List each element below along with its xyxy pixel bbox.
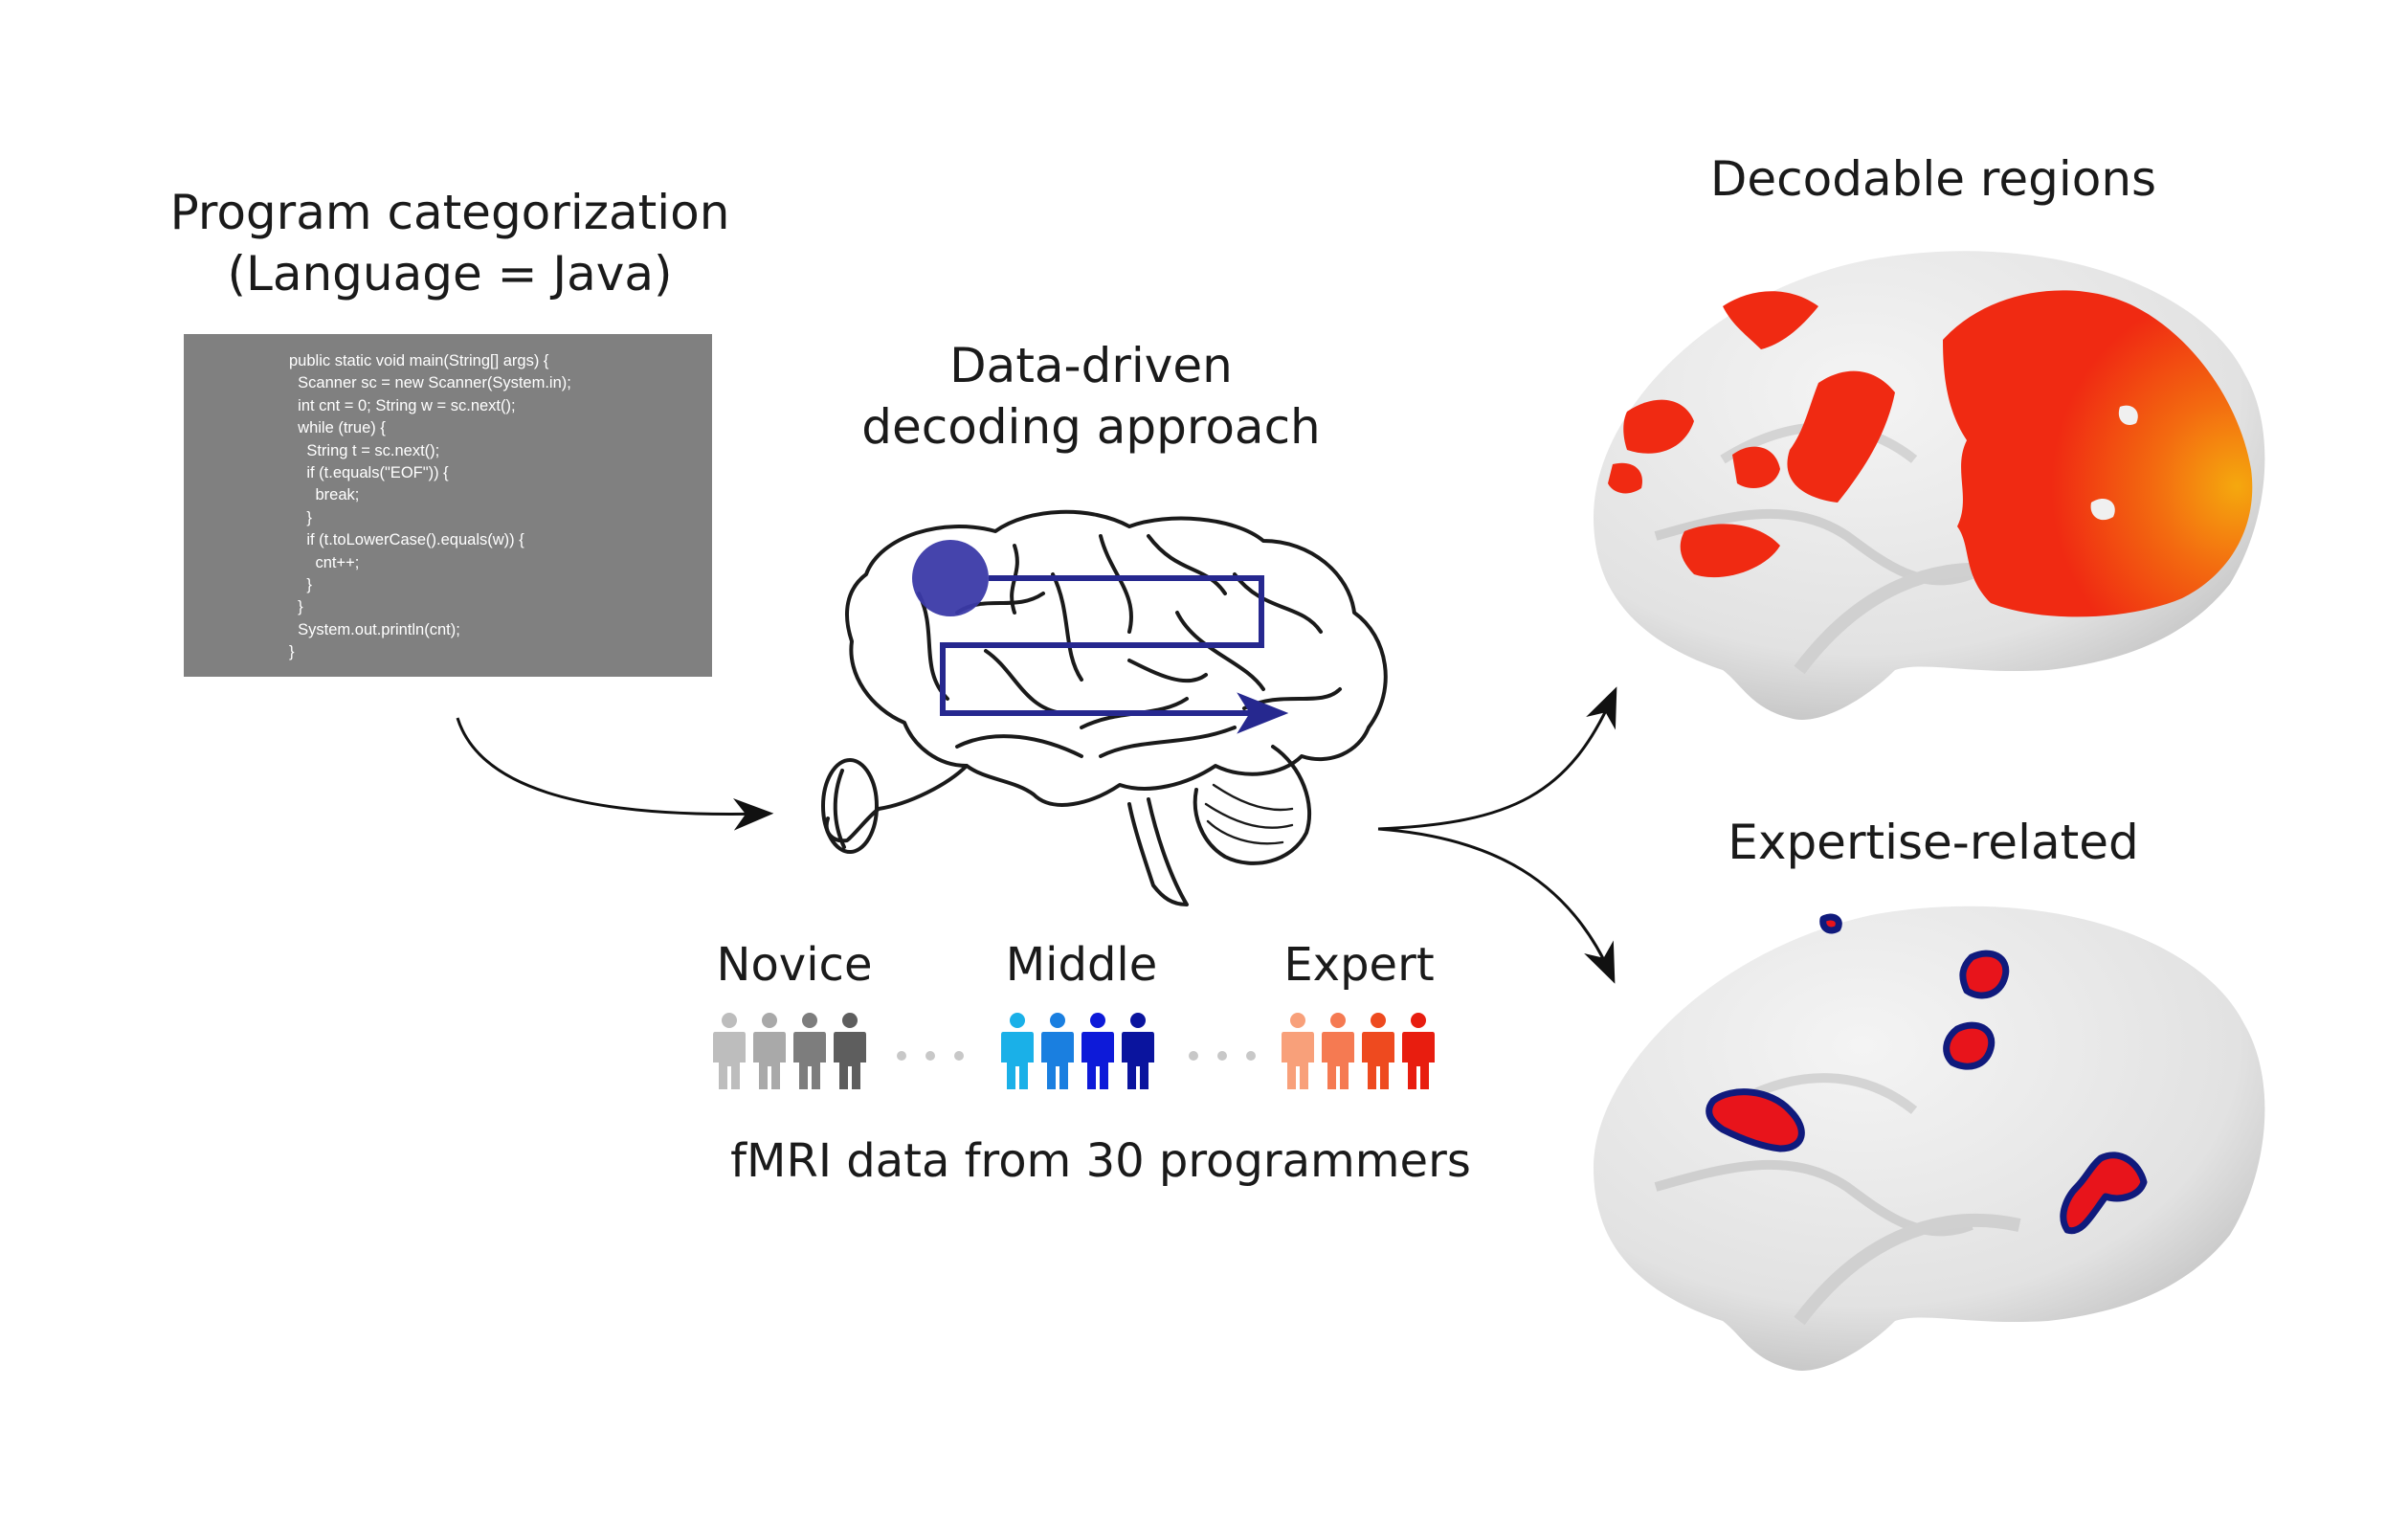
ellipsis-dot bbox=[925, 1051, 935, 1061]
expertise-related-title: Expertise-related bbox=[1728, 815, 2139, 870]
code-line: while (true) { bbox=[289, 419, 386, 436]
code-line: int cnt = 0; String w = sc.next(); bbox=[289, 397, 516, 414]
programmer-icons bbox=[713, 1013, 1435, 1089]
novice-person-icon bbox=[753, 1013, 786, 1089]
code-line: if (t.toLowerCase().equals(w)) { bbox=[289, 531, 524, 548]
arrow-to-expertise bbox=[1377, 827, 1616, 984]
code-line: } bbox=[289, 643, 295, 660]
arrow-to-decodable bbox=[1377, 686, 1617, 831]
novice-person-icon bbox=[793, 1013, 826, 1089]
ellipsis-dot bbox=[1217, 1051, 1227, 1061]
expert-person-icon bbox=[1322, 1013, 1354, 1089]
decodable-regions-title: Decodable regions bbox=[1709, 151, 2157, 207]
code-line: public static void main(String[] args) { bbox=[289, 352, 549, 369]
novice-person-icon bbox=[834, 1013, 866, 1089]
group-label-expert: Expert bbox=[1283, 938, 1435, 992]
expert-person-icon bbox=[1282, 1013, 1314, 1089]
code-line: } bbox=[289, 598, 303, 615]
middle-person-icon bbox=[1001, 1013, 1034, 1089]
decodable-brain bbox=[1594, 251, 2265, 720]
ellipsis-dot bbox=[897, 1051, 906, 1061]
novice-person-icon bbox=[713, 1013, 746, 1089]
code-line: cnt++; bbox=[289, 554, 360, 571]
code-line: String t = sc.next(); bbox=[289, 442, 440, 459]
ellipsis-dot bbox=[954, 1051, 964, 1061]
code-line: } bbox=[289, 509, 312, 526]
approach-title-line2: decoding approach bbox=[861, 399, 1321, 455]
code-line: } bbox=[289, 576, 312, 593]
brain-illustration bbox=[821, 509, 1388, 906]
code-line: Scanner sc = new Scanner(System.in); bbox=[289, 374, 571, 391]
expert-person-icon bbox=[1362, 1013, 1394, 1089]
approach-title: Data-driven decoding approach bbox=[842, 335, 1340, 458]
code-line: if (t.equals("EOF")) { bbox=[289, 464, 449, 481]
fmri-caption: fMRI data from 30 programmers bbox=[730, 1134, 1471, 1188]
expert-person-icon bbox=[1402, 1013, 1435, 1089]
middle-person-icon bbox=[1122, 1013, 1154, 1089]
ellipsis-dot bbox=[1189, 1051, 1198, 1061]
middle-person-icon bbox=[1041, 1013, 1074, 1089]
ellipsis-dot bbox=[1246, 1051, 1256, 1061]
searchlight-roi bbox=[912, 540, 989, 616]
program-title-line1: Program categorization bbox=[169, 185, 730, 240]
group-label-novice: Novice bbox=[716, 938, 873, 992]
arrow-code-to-brain bbox=[456, 717, 774, 831]
group-ellipsis bbox=[897, 1051, 1256, 1061]
program-title-line2: (Language = Java) bbox=[227, 246, 673, 302]
code-line: break; bbox=[289, 486, 360, 503]
group-label-middle: Middle bbox=[1005, 938, 1158, 992]
searchlight-path bbox=[940, 575, 1289, 734]
code-snippet-box: public static void main(String[] args) {… bbox=[184, 334, 712, 677]
approach-title-line1: Data-driven bbox=[949, 338, 1233, 393]
middle-person-icon bbox=[1081, 1013, 1114, 1089]
expertise-brain bbox=[1594, 906, 2265, 1371]
program-title: Program categorization (Language = Java) bbox=[163, 182, 737, 304]
code-line: System.out.println(cnt); bbox=[289, 621, 460, 638]
